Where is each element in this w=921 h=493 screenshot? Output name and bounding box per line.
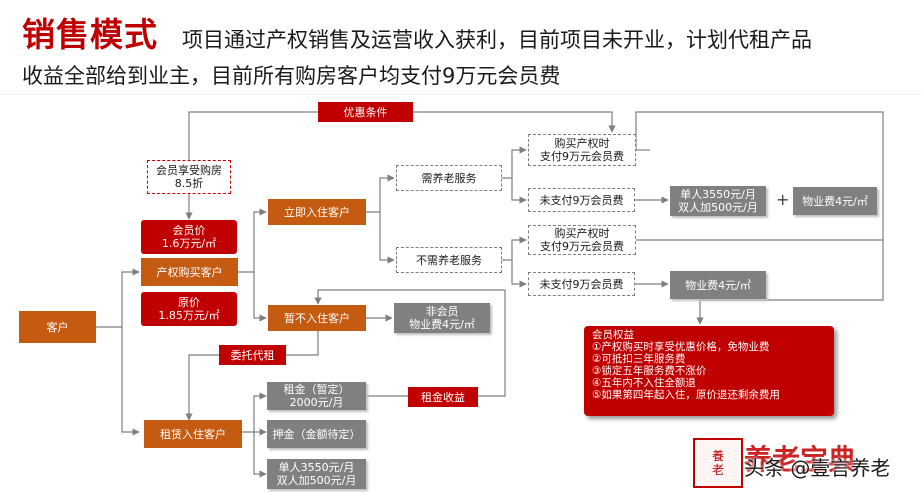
not-move-in-node: 暂不入住客户 bbox=[268, 305, 366, 331]
member-discount-line1: 会员享受购房 bbox=[156, 164, 222, 177]
deposit-node: 押金（金额待定） bbox=[267, 420, 366, 448]
original-price-line2: 1.85万元/㎡ bbox=[158, 309, 220, 322]
rental-care-fee-line1: 单人3550元/月 bbox=[278, 461, 355, 474]
paid-at-purchase-2-line2: 支付9万元会员费 bbox=[540, 240, 624, 253]
original-price-node: 原价 1.85万元/㎡ bbox=[141, 292, 237, 326]
intro-line-2: 收益全部给到业主，目前所有购房客户均支付9万元会员费 bbox=[22, 64, 561, 88]
immediate-move-in-node: 立即入住客户 bbox=[268, 199, 366, 225]
member-price-line2: 1.6万元/㎡ bbox=[161, 237, 217, 250]
entrust-lease-label: 委托代租 bbox=[230, 348, 275, 362]
unpaid-fee-node-1: 未支付9万会员费 bbox=[528, 188, 635, 212]
benefit-item: ①产权购买时享受优惠价格，免物业费 bbox=[592, 341, 770, 353]
header-divider bbox=[0, 94, 921, 95]
need-care-label: 需养老服务 bbox=[421, 171, 477, 185]
unpaid-fee-node-2: 未支付9万会员费 bbox=[528, 272, 635, 296]
property-fee-node-1: 物业费4元/㎡ bbox=[793, 187, 877, 215]
unpaid-fee-1-label: 未支付9万会员费 bbox=[539, 193, 624, 207]
rental-customer-node: 租赁入住客户 bbox=[144, 420, 242, 448]
rental-care-fee-line2: 双人加500元/月 bbox=[276, 474, 357, 487]
non-member-node: 非会员 物业费4元/㎡ bbox=[394, 303, 490, 333]
rent-tentative-line1: 租金（暂定） bbox=[283, 383, 350, 396]
customer-node: 客户 bbox=[19, 311, 96, 343]
need-care-node: 需养老服务 bbox=[396, 165, 502, 191]
plus-sign: + bbox=[776, 190, 790, 209]
watermark-seal: 養老 bbox=[693, 438, 743, 488]
rental-care-fee-node: 单人3550元/月 双人加500元/月 bbox=[267, 459, 366, 489]
paid-at-purchase-node-2: 购买产权时 支付9万元会员费 bbox=[528, 225, 636, 255]
no-care-label: 不需养老服务 bbox=[416, 253, 482, 267]
paid-at-purchase-node-1: 购买产权时 支付9万元会员费 bbox=[528, 134, 636, 166]
purchase-customer-label: 产权购买客户 bbox=[156, 265, 223, 279]
watermark-credit: 头条 @壹言养老 bbox=[744, 456, 891, 480]
paid-at-purchase-2-line1: 购买产权时 bbox=[554, 227, 610, 240]
property-fee-node-2: 物业费4元/㎡ bbox=[670, 271, 766, 299]
unpaid-fee-2-label: 未支付9万会员费 bbox=[539, 277, 624, 291]
non-member-line1: 非会员 bbox=[425, 305, 459, 318]
property-fee-1-label: 物业费4元/㎡ bbox=[802, 194, 868, 208]
benefit-item: ②可抵扣三年服务费 bbox=[592, 353, 686, 365]
care-fee-line2: 双人加500元/月 bbox=[678, 201, 758, 214]
paid-at-purchase-1-line2: 支付9万元会员费 bbox=[540, 150, 624, 163]
original-price-line1: 原价 bbox=[178, 296, 200, 309]
member-benefits-panel: 会员权益 ①产权购买时享受优惠价格，免物业费 ②可抵扣三年服务费 ③锁定五年服务… bbox=[584, 326, 834, 416]
seal-char-2: 老 bbox=[711, 463, 724, 477]
seal-char-1: 養 bbox=[711, 449, 724, 463]
member-discount-node: 会员享受购房 8.5折 bbox=[147, 160, 231, 194]
care-fee-line1: 单人3550元/月 bbox=[680, 188, 756, 201]
benefit-item: ③锁定五年服务费不涨价 bbox=[592, 365, 707, 377]
watermark-brand: 养老宝典 bbox=[744, 443, 857, 476]
discount-condition-label: 优惠条件 bbox=[343, 105, 388, 119]
non-member-line2: 物业费4元/㎡ bbox=[409, 318, 475, 331]
purchase-customer-node: 产权购买客户 bbox=[141, 258, 238, 286]
member-discount-line2: 8.5折 bbox=[174, 177, 204, 190]
discount-condition-node: 优惠条件 bbox=[318, 102, 413, 122]
rent-tentative-line2: 2000元/月 bbox=[289, 396, 344, 409]
customer-label: 客户 bbox=[46, 320, 69, 334]
benefit-item: ④五年内不入住全额退 bbox=[592, 377, 696, 389]
not-move-in-label: 暂不入住客户 bbox=[284, 311, 350, 325]
property-fee-2-label: 物业费4元/㎡ bbox=[685, 278, 751, 292]
paid-at-purchase-1-line1: 购买产权时 bbox=[554, 137, 610, 150]
benefit-item: ⑤如果第四年起入住，原价退还剩余费用 bbox=[592, 389, 780, 401]
no-care-node: 不需养老服务 bbox=[396, 247, 502, 273]
rental-customer-label: 租赁入住客户 bbox=[160, 427, 226, 441]
rent-tentative-node: 租金（暂定） 2000元/月 bbox=[267, 382, 366, 410]
page-title: 销售模式 bbox=[22, 15, 158, 54]
benefits-title: 会员权益 bbox=[592, 329, 634, 341]
intro-line-1: 项目通过产权销售及运营收入获利，目前项目未开业，计划代租产品 bbox=[182, 28, 812, 52]
care-fee-node: 单人3550元/月 双人加500元/月 bbox=[670, 186, 766, 216]
rent-income-label: 租金收益 bbox=[421, 390, 465, 404]
immediate-move-in-label: 立即入住客户 bbox=[284, 205, 350, 219]
deposit-label: 押金（金额待定） bbox=[272, 427, 361, 441]
member-price-node: 会员价 1.6万元/㎡ bbox=[141, 220, 237, 254]
member-price-line1: 会员价 bbox=[172, 224, 206, 237]
entrust-lease-node: 委托代租 bbox=[219, 345, 286, 365]
rent-income-node: 租金收益 bbox=[408, 387, 478, 407]
